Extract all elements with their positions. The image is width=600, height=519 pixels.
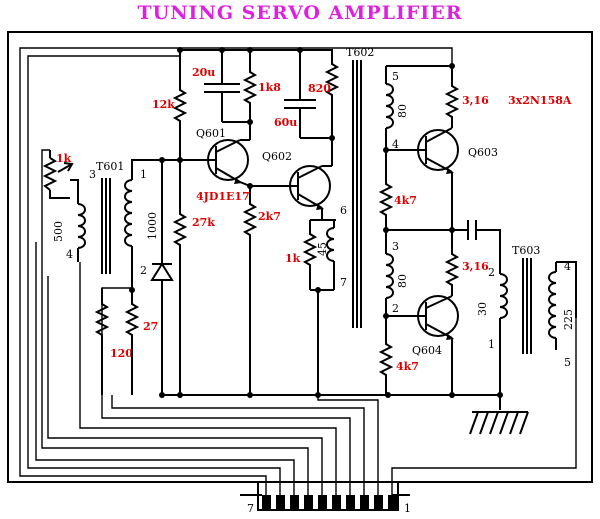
value-c-820: 820 (308, 82, 331, 95)
q602-label: Q602 (262, 150, 292, 163)
t602-pin-7: 7 (340, 276, 347, 289)
t603-pin-2: 2 (488, 266, 495, 279)
t602-lower-turns: 80 (396, 274, 409, 288)
connector-pin-1-label: 1 (404, 502, 411, 515)
value-r-12k: 12k (152, 98, 175, 111)
t601-secondary-turns: 1000 (146, 212, 159, 240)
value-c-60u: 60u (274, 116, 297, 129)
value-pot-1k: 1k (56, 152, 72, 165)
t602-pin-2: 2 (392, 302, 399, 315)
t601-pin-3: 3 (89, 168, 96, 181)
connector-pin-7-label: 7 (247, 502, 254, 515)
value-c-20u: 20u (192, 66, 215, 79)
t603-label: T603 (512, 244, 540, 257)
t603-pin-4: 4 (564, 260, 571, 273)
t602-pin-6: 6 (340, 204, 347, 217)
q603-label: Q603 (468, 146, 498, 159)
value-r-1k8: 1k8 (258, 81, 281, 94)
t601-pin-1: 1 (140, 168, 147, 181)
top-supply-rail (180, 49, 333, 60)
t601-pin-2: 2 (140, 264, 147, 277)
potentiometer-1k (42, 150, 74, 199)
q601-label: Q601 (196, 127, 226, 140)
value-r-1k-q602: 1k (285, 252, 301, 265)
page-title: TUNING SERVO AMPLIFIER (137, 2, 463, 24)
transistor-q601 (207, 139, 249, 184)
t603-primary-turns: 30 (476, 302, 489, 316)
t601-core (101, 178, 111, 274)
transistor-q603 (417, 127, 459, 174)
value-r-3-16-bottom: 3,16 (462, 260, 489, 273)
value-r-4k7-top: 4k7 (394, 194, 417, 207)
t601-secondary (124, 159, 162, 290)
value-r-120: 120 (110, 347, 133, 360)
diode (150, 160, 174, 395)
t602-pin-3: 3 (392, 240, 399, 253)
t603-pin-1: 1 (488, 338, 495, 351)
t603-core (522, 258, 532, 354)
t601-primary-turns: 500 (52, 221, 65, 242)
value-r-27: 27 (143, 320, 158, 333)
t602-tap-turns: 45 (316, 242, 329, 256)
q604-label: Q604 (412, 344, 442, 357)
connector (240, 481, 410, 511)
value-r-27k: 27k (192, 216, 215, 229)
t603-pin-5: 5 (564, 356, 571, 369)
value-r-3-16-top: 3,16 (462, 94, 489, 107)
value-r-4k7-bottom: 4k7 (396, 360, 419, 373)
transistor-q604 (417, 295, 459, 340)
q601-type: 4JD1E17 (196, 190, 250, 203)
t603-secondary-turns: 225 (562, 309, 575, 330)
t602-pin-4: 4 (392, 138, 399, 151)
t601-primary (70, 179, 86, 262)
t602-label: T602 (346, 46, 374, 59)
ground-symbol (469, 411, 529, 435)
q603-q604-type: 3x2N158A (508, 94, 572, 107)
t602-core (352, 60, 362, 328)
t601-label: T601 (96, 160, 124, 173)
t602-pin-5: 5 (392, 70, 399, 83)
wiring-harness (19, 47, 577, 497)
value-r-2k7: 2k7 (258, 210, 281, 223)
t601-pin-4: 4 (66, 248, 73, 261)
transistor-q602 (289, 165, 331, 210)
t602-upper-turns: 80 (396, 104, 409, 118)
